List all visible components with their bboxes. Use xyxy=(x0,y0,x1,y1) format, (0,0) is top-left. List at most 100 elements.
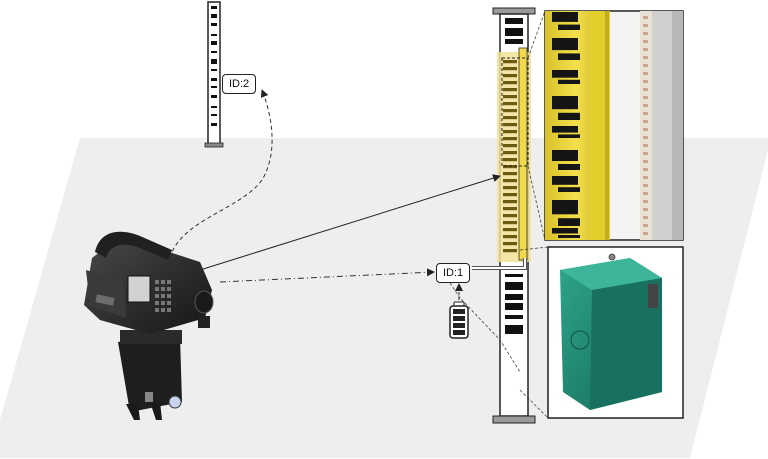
keypad-key xyxy=(161,287,165,291)
keypad-key xyxy=(161,301,165,305)
keypad-key xyxy=(167,301,171,305)
tag-id-2: ID:2 xyxy=(222,74,257,94)
keypad-key xyxy=(161,280,165,284)
keypad-key xyxy=(155,287,159,291)
led-dot xyxy=(643,184,648,187)
barcode-bar xyxy=(505,274,523,277)
keypad-key xyxy=(167,308,171,312)
tape-bar xyxy=(503,242,517,246)
tape-bar xyxy=(503,193,517,197)
led-dot xyxy=(643,32,648,35)
tape-bar xyxy=(503,165,517,169)
tape-bar xyxy=(503,151,517,155)
keypad-key xyxy=(155,308,159,312)
tape-bar xyxy=(503,95,517,99)
led-dot xyxy=(643,64,648,67)
distant-staff xyxy=(204,1,224,148)
led-dot xyxy=(643,96,648,99)
tape-bar xyxy=(503,200,517,204)
keypad-key xyxy=(167,280,171,284)
barcode-bar xyxy=(211,34,217,36)
led-dot xyxy=(643,200,648,203)
led-dot xyxy=(643,72,648,75)
led-dot xyxy=(643,128,648,131)
closeup-bar xyxy=(552,70,578,78)
barcode-bar xyxy=(505,18,523,24)
closeup-bar xyxy=(558,79,580,84)
barcode-bar xyxy=(211,59,217,64)
closeup-bar xyxy=(558,187,580,192)
tape-bar xyxy=(503,172,517,176)
tape-bar xyxy=(503,60,517,64)
led-dot xyxy=(643,224,648,227)
led-dot xyxy=(643,104,648,107)
closeup-bar xyxy=(558,134,580,138)
closeup-bar xyxy=(558,53,580,60)
led-dot xyxy=(643,144,648,147)
led-dot xyxy=(643,16,648,19)
led-dot xyxy=(643,216,648,219)
main-staff xyxy=(472,7,536,424)
closeup-bar xyxy=(552,150,578,161)
tape-bar xyxy=(503,144,517,148)
keypad-key xyxy=(161,308,165,312)
tape-bar xyxy=(503,158,517,162)
tape-bar xyxy=(503,88,517,92)
led-dot xyxy=(643,136,648,139)
closeup-bar xyxy=(558,218,580,226)
tape-closeup-inset xyxy=(544,10,684,241)
keypad-key xyxy=(167,294,171,298)
tape-bar xyxy=(503,214,517,218)
led-dot xyxy=(643,208,648,211)
closeup-bar xyxy=(552,126,578,133)
tape-bar xyxy=(503,123,517,127)
barcode-bar xyxy=(505,39,523,44)
closeup-bar xyxy=(552,176,578,185)
tape-bar xyxy=(503,186,517,190)
led-dot xyxy=(643,160,648,163)
led-dot xyxy=(643,232,648,235)
keypad-key xyxy=(161,294,165,298)
barcode-bar xyxy=(505,315,523,319)
barcode-bar xyxy=(505,294,523,300)
tape-bar xyxy=(503,207,517,211)
keypad-key xyxy=(155,280,159,284)
zoom-window xyxy=(501,57,529,167)
barcode-bar xyxy=(211,78,217,81)
link-to-id2 xyxy=(169,89,273,259)
barcode-bar xyxy=(211,114,217,116)
tape-bar xyxy=(503,74,517,78)
led-dot xyxy=(643,48,648,51)
closeup-bar xyxy=(552,228,578,234)
digital-level-instrument xyxy=(84,231,214,420)
keypad-key xyxy=(155,301,159,305)
battery-icon xyxy=(449,301,469,339)
closeup-bar xyxy=(552,200,578,215)
tape-bar xyxy=(503,116,517,120)
tape-bar xyxy=(503,235,517,239)
closeup-bar xyxy=(552,38,578,51)
closeup-bar xyxy=(558,24,580,30)
led-dot xyxy=(643,24,648,27)
led-dot xyxy=(643,176,648,179)
tape-bar xyxy=(503,102,517,106)
barcode-bar xyxy=(211,6,217,9)
barcode-bar xyxy=(211,51,217,53)
tape-bar xyxy=(503,67,517,71)
led-dot xyxy=(643,56,648,59)
tape-bar xyxy=(503,228,517,232)
sensor-closeup-inset xyxy=(547,246,684,419)
closeup-bar xyxy=(558,112,580,120)
closeup-bar xyxy=(558,235,580,238)
barcode-bar xyxy=(505,303,523,310)
barcode-bar xyxy=(211,23,217,26)
closeup-bar xyxy=(552,12,578,22)
barcode-bar xyxy=(211,123,217,126)
closeup-bar xyxy=(558,164,580,170)
link-to-id1 xyxy=(219,268,435,283)
barcode-bar xyxy=(505,28,523,36)
barcode-bar xyxy=(505,282,523,290)
tape-bar xyxy=(503,109,517,113)
tape-bar xyxy=(503,179,517,183)
